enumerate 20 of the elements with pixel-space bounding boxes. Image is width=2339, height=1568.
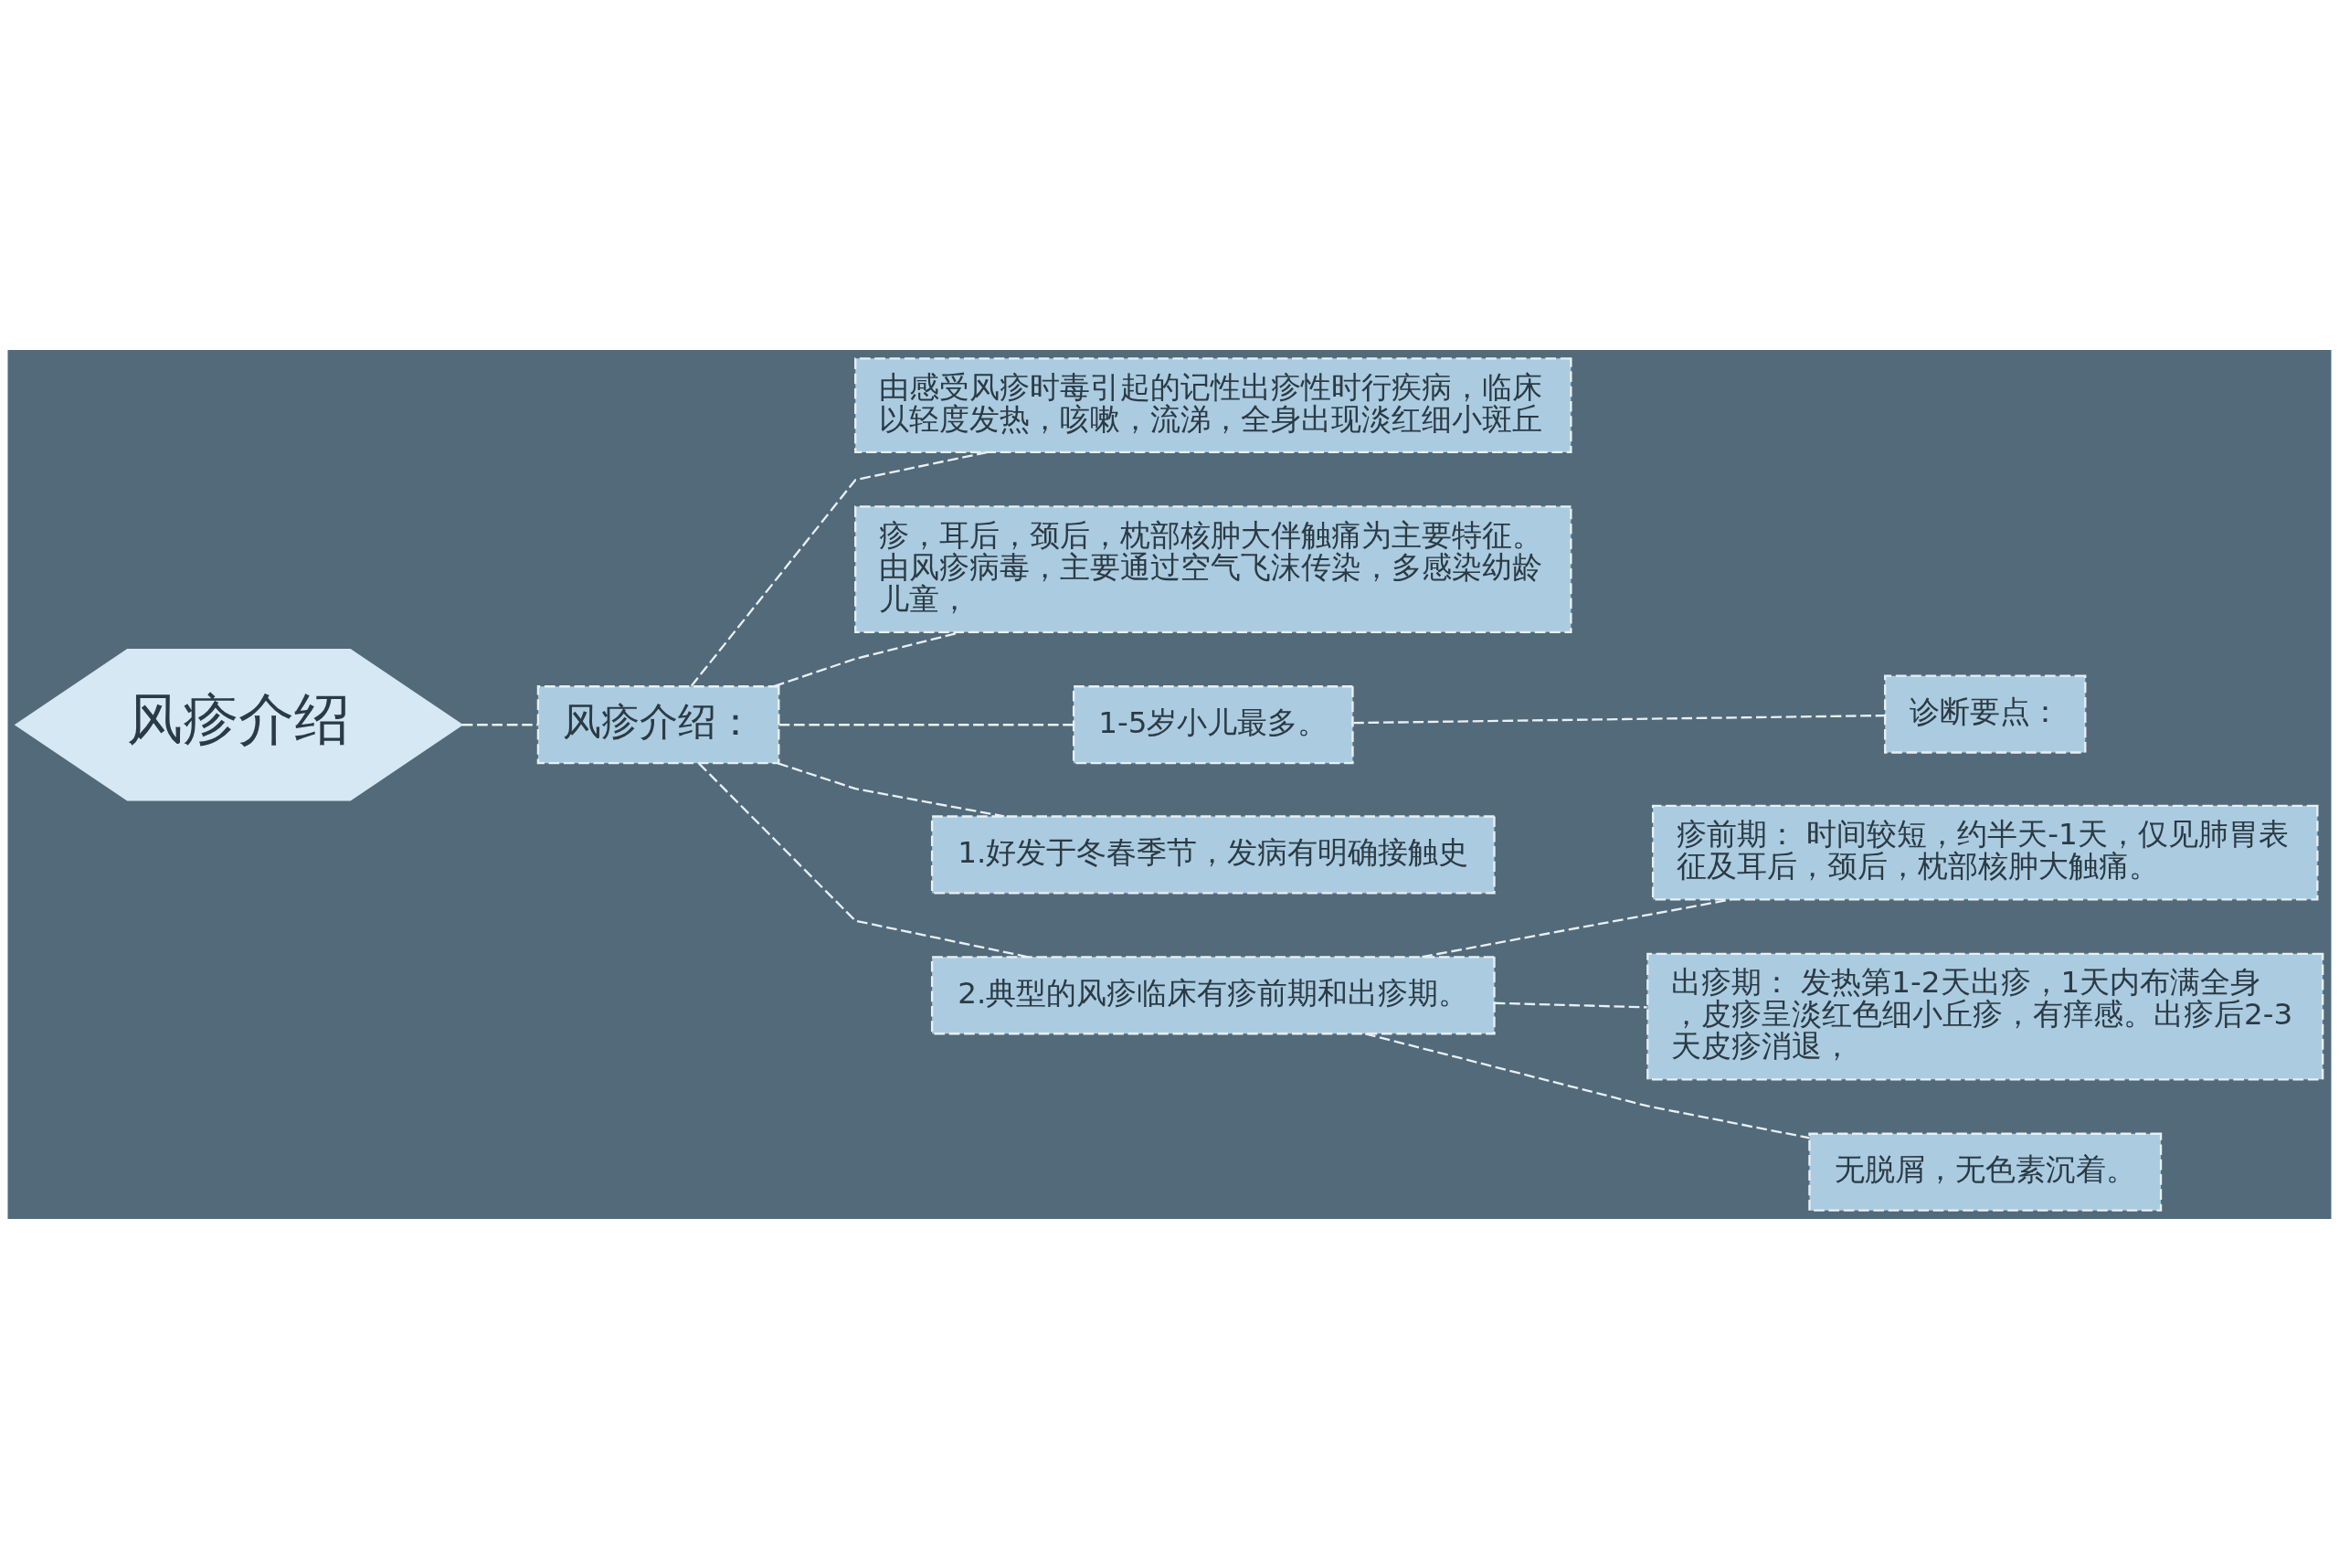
node-box: 风疹介绍：	[536, 684, 780, 764]
connector	[773, 630, 962, 687]
node-box: 1.好发于冬春季节，发病有明确接触史	[930, 814, 1496, 895]
connector	[1422, 897, 1731, 958]
connector	[778, 723, 1074, 726]
node-box: 1-5岁小儿最多。	[1072, 684, 1354, 764]
node-box: 疹，耳后，颈后，枕部核肿大伴触痛为主要特征。由风疹病毒，主要通过空气飞沫传染，多感染幼龄儿童，	[854, 504, 1572, 633]
node-box: 出疹期： 发热第1-2天出疹，1天内布满全身，皮疹呈淡红色细小丘疹，有痒感。出疹后2-3天皮疹消退，	[1646, 952, 2324, 1080]
connector	[1494, 1001, 1647, 1009]
node-box: 由感受风疹时毒引起的记性出疹性时行疾病，临床以轻度发热，咳嗽，流涕，全身出现淡红细小斑丘	[854, 356, 1572, 453]
node-box: 疹前期： 时间较短，约半天-1天，仅见肺胃表征及耳后，颈后，枕部核肿大触痛。	[1651, 804, 2319, 901]
connector	[1353, 714, 1886, 724]
node-box: 无脱屑，无色素沉着。	[1808, 1132, 2163, 1212]
node-box: 2.典型的风疹临床有疹前期和出疹期。	[930, 955, 1496, 1034]
connector	[698, 762, 1029, 958]
connector	[777, 761, 1005, 818]
connector	[1365, 1032, 1810, 1139]
node-box: 诊断要点：	[1884, 673, 2087, 754]
connector	[690, 450, 988, 686]
connector	[461, 723, 538, 726]
